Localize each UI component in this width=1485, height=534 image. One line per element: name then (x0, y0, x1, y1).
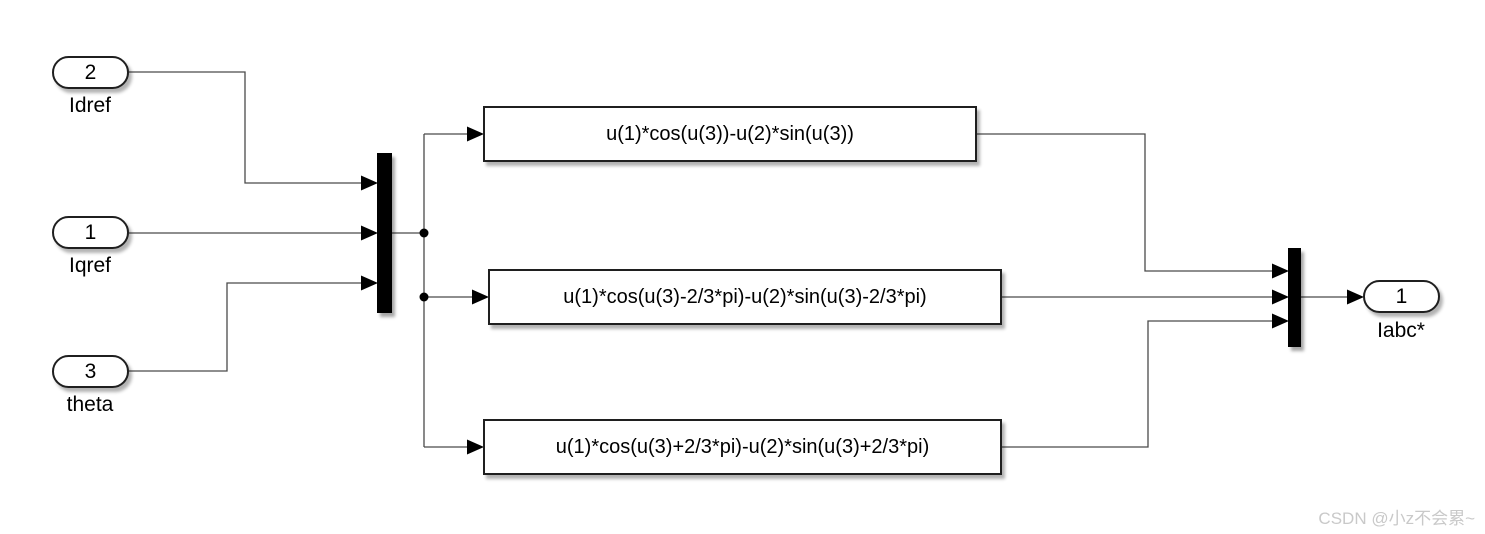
inport-number: 2 (84, 60, 97, 84)
inport-idref-label: Idref (68, 94, 112, 117)
outport-iabc[interactable]: 1 (1363, 280, 1440, 313)
outport-number: 1 (1395, 284, 1408, 308)
inport-iqref[interactable]: 1 (52, 216, 129, 249)
fcn-block-b[interactable]: u(1)*cos(u(3)-2/3*pi)-u(2)*sin(u(3)-2/3*… (488, 269, 1002, 325)
wire-arrowhead (361, 175, 378, 191)
wire-fcn-b-to-mux2[interactable] (1002, 289, 1289, 305)
wire-arrowhead (361, 275, 378, 291)
wire-arrowhead (1347, 289, 1364, 305)
wire-arrowhead (467, 439, 484, 455)
wire-mux2-to-outport[interactable] (1301, 289, 1364, 305)
mux2-block[interactable] (1288, 248, 1301, 347)
wire-fcn-a-to-mux2[interactable] (977, 133, 1289, 279)
inport-theta[interactable]: 3 (52, 355, 129, 388)
wire-arrowhead (1272, 313, 1289, 329)
inport-theta-label: theta (66, 393, 114, 416)
outport-iabc-label: Iabc* (1377, 319, 1425, 342)
wire-fcn-c-to-mux2[interactable] (1002, 313, 1289, 448)
csdn-watermark: CSDN @小z不会累~ (1318, 509, 1475, 528)
fcn-block-a[interactable]: u(1)*cos(u(3))-u(2)*sin(u(3)) (483, 106, 977, 162)
wire-theta-to-mux1[interactable] (129, 275, 378, 372)
wire-arrowhead (1272, 289, 1289, 305)
junction-dot (419, 228, 429, 238)
wire-iqref-to-mux1[interactable] (129, 225, 378, 241)
wire-mux1-to-fcn-blocks[interactable] (392, 126, 489, 455)
inport-idref[interactable]: 2 (52, 56, 129, 89)
wire-arrowhead (472, 289, 489, 305)
wire-arrowhead (1272, 263, 1289, 279)
fcn-expression: u(1)*cos(u(3))-u(2)*sin(u(3)) (606, 122, 854, 145)
wire-arrowhead (467, 126, 484, 142)
junction-dot (419, 292, 429, 302)
mux1-block[interactable] (377, 153, 392, 313)
inport-number: 1 (84, 220, 97, 244)
fcn-expression: u(1)*cos(u(3)+2/3*pi)-u(2)*sin(u(3)+2/3*… (555, 435, 930, 458)
wire-arrowhead (361, 225, 378, 241)
fcn-block-c[interactable]: u(1)*cos(u(3)+2/3*pi)-u(2)*sin(u(3)+2/3*… (483, 419, 1002, 475)
wire-idref-to-mux1[interactable] (129, 71, 378, 191)
inport-iqref-label: Iqref (68, 254, 112, 277)
inport-number: 3 (84, 359, 97, 383)
fcn-expression: u(1)*cos(u(3)-2/3*pi)-u(2)*sin(u(3)-2/3*… (563, 285, 927, 308)
